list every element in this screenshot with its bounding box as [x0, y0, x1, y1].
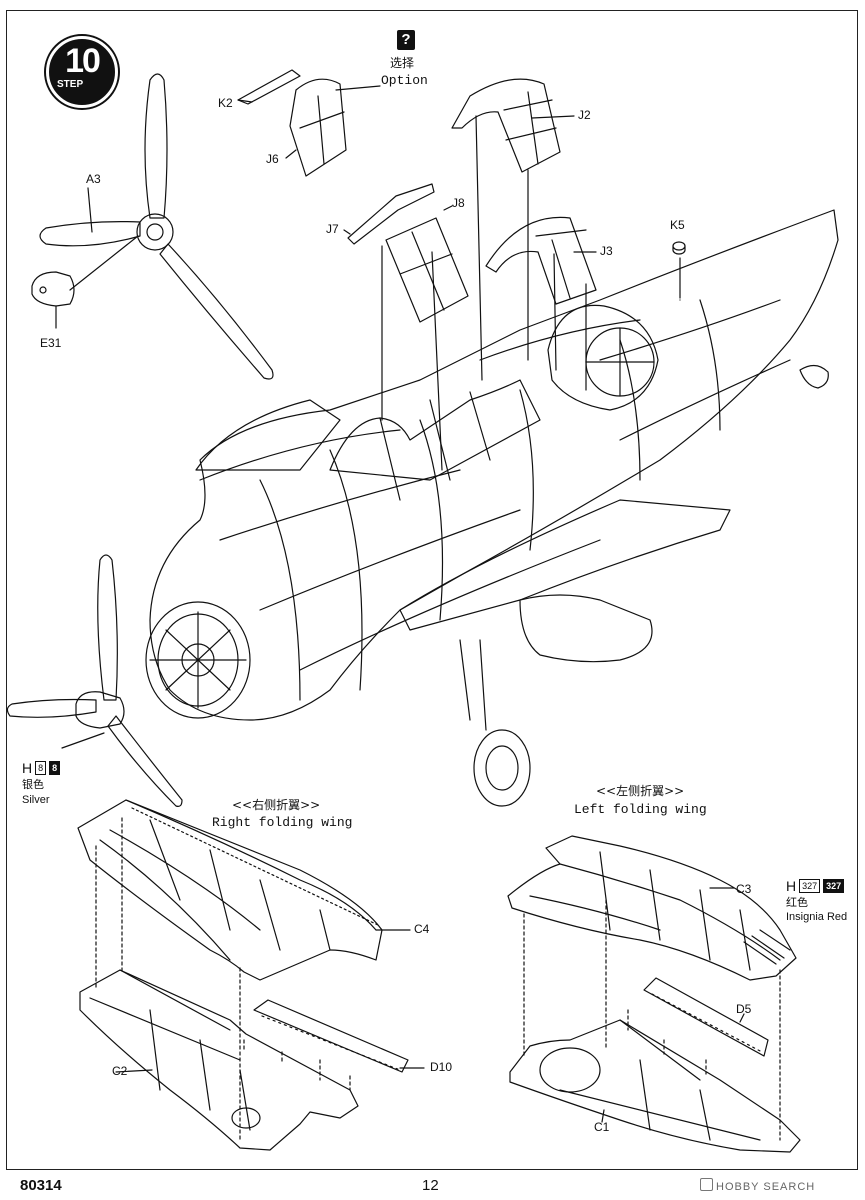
paint-callout-silver: H 8 8 [22, 760, 61, 776]
paint-code-alt: 327 [823, 879, 845, 893]
right-wing-heading-cn: <<右侧折翼>> [232, 798, 321, 812]
part-label-c2: C2 [112, 1064, 128, 1078]
paint-code: 8 [35, 761, 47, 775]
part-label-j3: J3 [600, 244, 613, 258]
paint-silver-en: Silver [22, 794, 50, 806]
kit-number: 80314 [20, 1177, 62, 1194]
part-k5-drawing [672, 241, 686, 255]
right-wing-heading-en: Right folding wing [212, 815, 353, 830]
fuselage-drawing [149, 209, 839, 721]
part-j8-drawing [385, 217, 469, 323]
left-wing-heading-cn: <<左侧折翼>> [596, 784, 685, 798]
propeller-a3-drawing [39, 73, 274, 380]
watermark: HOBBY SEARCH [700, 1178, 815, 1193]
step-word: STEP [57, 79, 84, 90]
paint-callout-red: H 327 327 [786, 878, 845, 894]
left-wing-lower-drawing [509, 1019, 801, 1153]
part-j7-drawing [347, 183, 435, 245]
paint-code: 327 [799, 879, 821, 893]
part-label-c4: C4 [414, 922, 430, 936]
propeller-lower-drawing [6, 554, 183, 807]
part-label-k5: K5 [670, 218, 685, 232]
option-label-cn: 选择 [390, 56, 415, 70]
part-k2-drawing [237, 69, 301, 105]
paint-red-en: Insignia Red [786, 911, 848, 923]
left-wing-upper-drawing [507, 835, 797, 981]
part-j3-drawing [485, 216, 597, 305]
paint-code-alt: 8 [49, 761, 61, 775]
left-wing-heading-en: Left folding wing [574, 802, 707, 817]
part-label-j2: J2 [578, 108, 591, 122]
option-label-en: Option [381, 73, 428, 88]
part-label-d10: D10 [430, 1060, 453, 1074]
paint-brand-letter: H [22, 760, 33, 776]
part-label-k2: K2 [218, 96, 233, 110]
part-j6-drawing [289, 78, 347, 177]
right-wing-lower-drawing [79, 969, 359, 1151]
part-j2-drawing [451, 78, 561, 173]
page-number: 12 [422, 1177, 439, 1194]
right-wing-upper-drawing [77, 799, 383, 981]
part-label-d5: D5 [736, 1002, 752, 1016]
part-label-c3: C3 [736, 882, 752, 896]
part-d5-drawing [643, 977, 769, 1057]
spinner-e31-drawing [31, 271, 75, 307]
part-label-j6: J6 [266, 152, 279, 166]
part-label-c1: C1 [594, 1120, 610, 1134]
paint-red-cn: 红色 [786, 896, 808, 909]
watermark-text: HOBBY SEARCH [716, 1181, 816, 1193]
part-d10-drawing [253, 999, 409, 1073]
part-label-j7: J7 [326, 222, 339, 236]
step-number: 10 [65, 42, 101, 80]
part-label-e31: E31 [40, 336, 62, 350]
paint-brand-letter: H [786, 878, 797, 894]
option-question-icon: ? [397, 30, 415, 50]
page-frame [6, 10, 858, 1170]
watermark-logo-icon [700, 1178, 713, 1191]
part-label-j8: J8 [452, 196, 465, 210]
center-wing-drawing [195, 399, 341, 471]
part-label-a3: A3 [86, 172, 101, 186]
step-badge: 10 STEP [46, 36, 118, 108]
paint-silver-cn: 银色 [22, 778, 44, 791]
turret-drawing [547, 304, 659, 411]
